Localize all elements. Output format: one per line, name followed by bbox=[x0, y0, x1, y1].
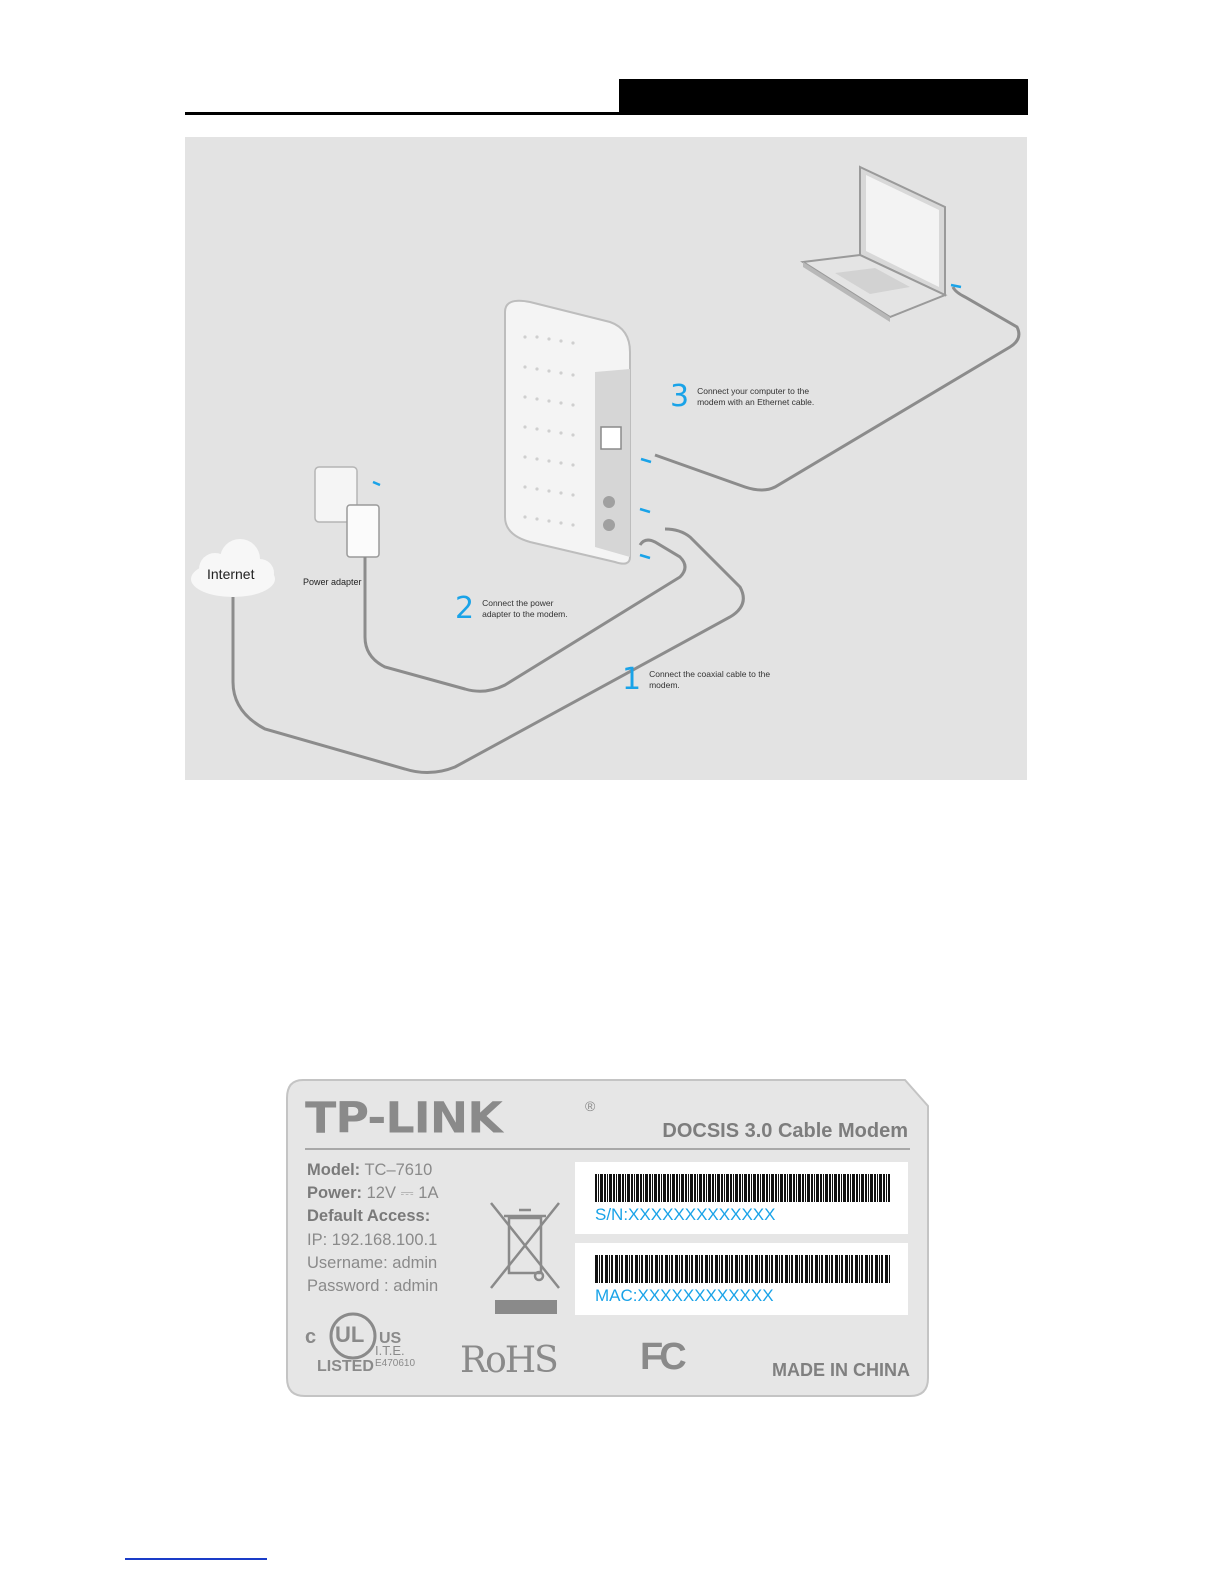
footer-link-underline[interactable] bbox=[125, 1558, 267, 1560]
username-line: Username: admin bbox=[307, 1254, 438, 1272]
password-line: Password : admin bbox=[307, 1277, 439, 1295]
made-in: MADE IN CHINA bbox=[772, 1360, 910, 1380]
serial-number: S/N:XXXXXXXXXXXXX bbox=[595, 1205, 776, 1224]
ul-listed-mark: c UL US LISTED bbox=[305, 1310, 435, 1380]
brand-logo: TP-LINK bbox=[305, 1093, 503, 1143]
ul-circle-icon bbox=[329, 1312, 377, 1360]
power-value: 12V ⎓ 1A bbox=[362, 1184, 439, 1202]
rohs-logo: RoHS bbox=[460, 1340, 559, 1381]
ethernet-cable bbox=[654, 286, 1021, 492]
model-key: Model: bbox=[307, 1161, 361, 1179]
default-access-line: Default Access: bbox=[307, 1206, 430, 1226]
modem-illustration bbox=[504, 299, 631, 565]
weee-bin-icon bbox=[490, 1202, 560, 1314]
ite-text: I.T.E. bbox=[375, 1343, 405, 1358]
laptop-illustration bbox=[800, 165, 948, 322]
arrow-ethernet-modem bbox=[640, 457, 652, 464]
serial-barcode bbox=[595, 1174, 890, 1202]
arrow-power-outlet bbox=[372, 480, 381, 487]
power-key: Power: bbox=[307, 1184, 363, 1202]
product-name: DOCSIS 3.0 Cable Modem bbox=[662, 1120, 908, 1142]
ul-text: UL bbox=[335, 1322, 365, 1347]
label-rule bbox=[305, 1148, 910, 1150]
header-bar bbox=[619, 79, 1028, 114]
power-adapter-label: Power adapter bbox=[303, 577, 362, 587]
model-value: TC–7610 bbox=[360, 1161, 433, 1179]
power-adapter-illustration bbox=[314, 466, 380, 569]
mac-address: MAC:XXXXXXXXXXXX bbox=[595, 1286, 774, 1305]
serial-barcode-box: S/N:XXXXXXXXXXXXX bbox=[575, 1162, 908, 1234]
ul-listed: LISTED bbox=[317, 1358, 374, 1375]
step-3: 3 Connect your computer to the modem wit… bbox=[670, 382, 817, 412]
mac-barcode-box: MAC:XXXXXXXXXXXX bbox=[575, 1243, 908, 1315]
step-1: 1 Connect the coaxial cable to the modem… bbox=[622, 665, 774, 695]
step-3-number: 3 bbox=[670, 379, 690, 414]
connection-diagram: Internet Power adapter 1 Connect the coa… bbox=[185, 137, 1027, 780]
step-1-text: Connect the coaxial cable to the modem. bbox=[649, 669, 771, 690]
step-2-text: Connect the power adapter to the modem. bbox=[482, 598, 568, 619]
product-label: TP-LINK ® DOCSIS 3.0 Cable Modem Model: … bbox=[285, 1078, 930, 1398]
internet-label: Internet bbox=[207, 566, 255, 582]
internet-cloud-illustration bbox=[191, 539, 275, 597]
ip-line: IP: 192.168.100.1 bbox=[307, 1231, 438, 1249]
step-3-text: Connect your computer to the modem with … bbox=[697, 386, 815, 407]
ite-code: E470610 bbox=[375, 1358, 416, 1369]
default-access-heading: Default Access: bbox=[307, 1207, 431, 1225]
ite-mark: I.T.E. E470610 bbox=[375, 1344, 415, 1370]
arrow-coax-modem bbox=[639, 507, 651, 514]
model-line: Model: TC–7610 bbox=[307, 1160, 432, 1180]
arrow-ethernet-laptop bbox=[950, 283, 962, 289]
internet-cable bbox=[231, 527, 745, 774]
label-background bbox=[286, 1079, 929, 1397]
step-2-number: 2 bbox=[455, 591, 475, 626]
arrow-power-modem bbox=[639, 553, 651, 560]
ul-c: c bbox=[305, 1326, 317, 1348]
registered-mark: ® bbox=[585, 1098, 596, 1114]
fcc-logo: FC bbox=[640, 1336, 687, 1378]
mac-barcode bbox=[595, 1255, 890, 1283]
power-cable bbox=[363, 538, 687, 693]
step-1-number: 1 bbox=[622, 662, 642, 697]
ul-us: US bbox=[379, 1330, 402, 1347]
diagram-illustration bbox=[191, 165, 1021, 774]
step-2: 2 Connect the power adapter to the modem… bbox=[455, 594, 582, 624]
power-line: Power: 12V ⎓ 1A bbox=[307, 1183, 438, 1203]
header-rule bbox=[185, 112, 1028, 115]
